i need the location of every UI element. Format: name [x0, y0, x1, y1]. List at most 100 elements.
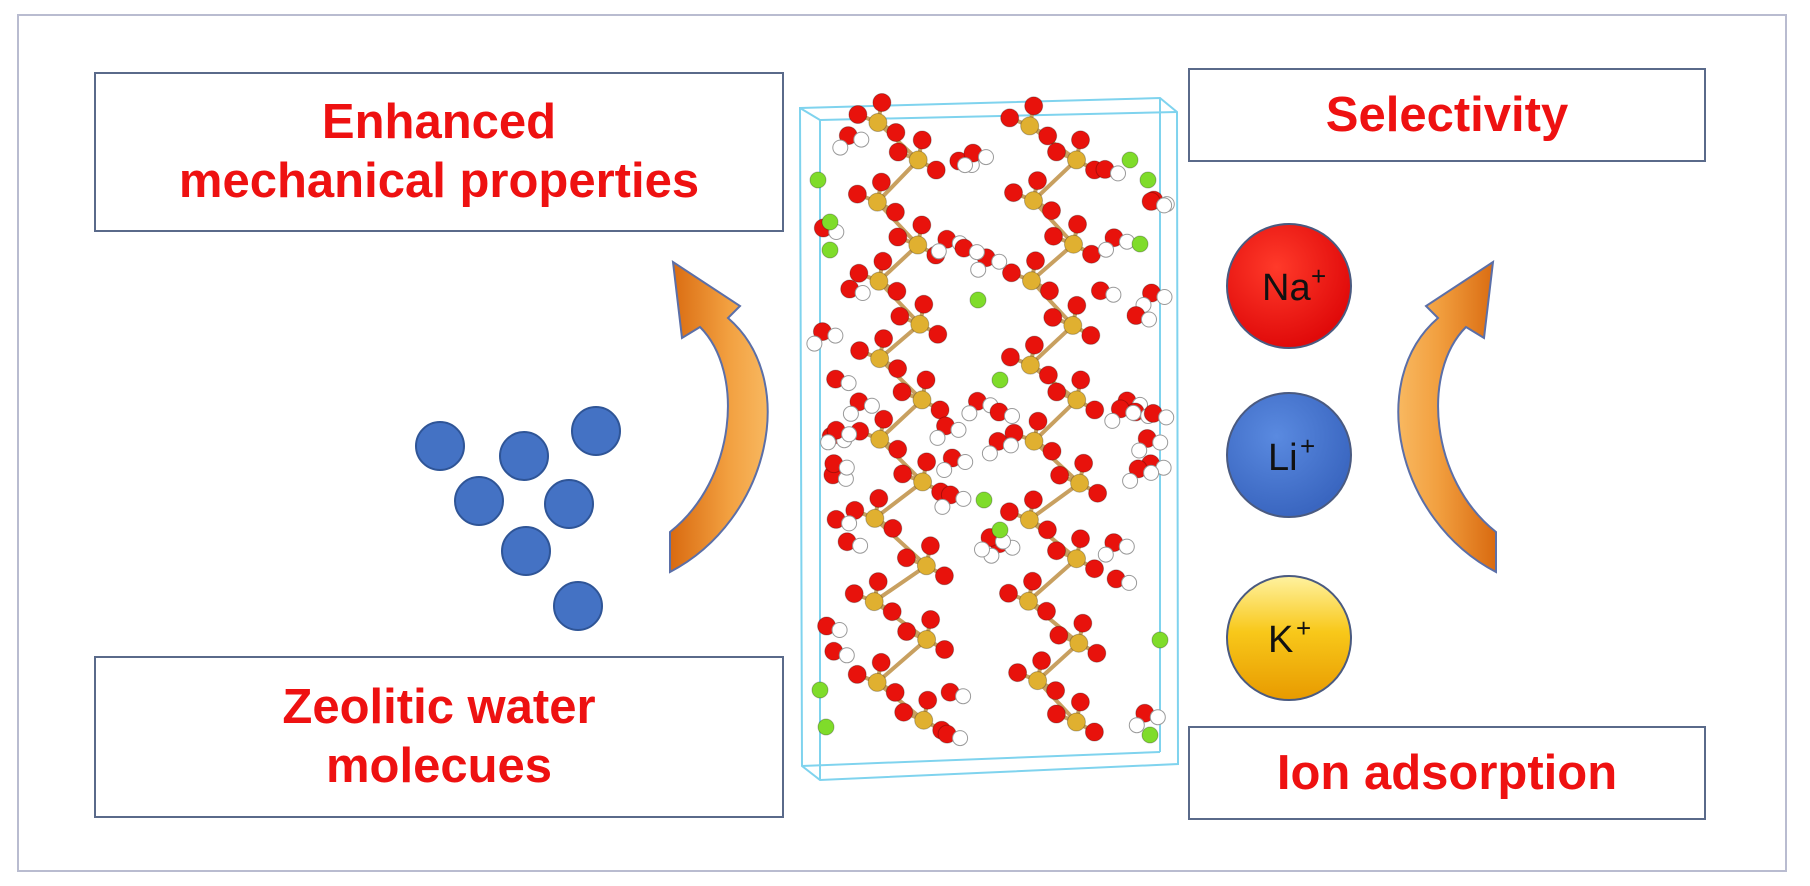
hydrogen-atom — [1156, 197, 1173, 214]
oxygen-atom — [886, 123, 906, 142]
water-dot — [499, 431, 549, 481]
oxygen-atom — [874, 409, 894, 429]
oxygen-atom — [1028, 411, 1048, 431]
oxygen-atom — [844, 584, 864, 604]
bond — [873, 564, 928, 604]
bond — [1032, 439, 1081, 485]
ion-charge: + — [1311, 261, 1326, 291]
oxygen-atom — [920, 536, 940, 556]
oxygen-atom — [883, 518, 903, 538]
water-dot — [544, 479, 594, 529]
oxygen-atom — [999, 502, 1019, 522]
bond — [1029, 323, 1075, 367]
oxygen-atom — [868, 572, 888, 592]
oxygen-atom — [1008, 663, 1028, 683]
box-text-line: mechanical properties — [178, 154, 700, 208]
oxygen-atom — [888, 227, 908, 247]
oxygen-atom — [1038, 365, 1058, 385]
oxygen-atom — [1042, 201, 1061, 221]
oxygen-atom — [928, 324, 948, 344]
hydrogen-atom — [955, 688, 972, 705]
silicon-atom — [1024, 191, 1043, 211]
bond — [878, 398, 924, 441]
oxygen-atom — [887, 281, 907, 301]
silicon-atom — [1019, 591, 1038, 611]
oxygen-atom — [1032, 651, 1052, 671]
silicon-atom — [1064, 234, 1083, 254]
oxygen-atom — [893, 464, 913, 484]
bond — [873, 480, 924, 520]
hydrogen-atom — [952, 730, 969, 747]
hydrogen-atom — [1105, 286, 1122, 303]
bond — [878, 357, 924, 402]
oxygen-atom — [935, 640, 955, 659]
oxygen-atom — [1084, 722, 1104, 742]
oxygen-atom — [999, 583, 1018, 603]
oxygen-atom — [896, 548, 916, 568]
hydrogen-atom — [806, 335, 823, 352]
bond — [873, 516, 928, 568]
silicon-atom — [1020, 355, 1040, 375]
zeolitic-water-dots — [415, 406, 621, 631]
silicon-atom — [912, 390, 932, 410]
ion-charge: + — [1300, 431, 1315, 461]
cation-atom — [969, 291, 987, 309]
oxygen-atom — [1070, 692, 1090, 712]
cation-atom — [811, 681, 829, 699]
hydrogen-atom — [934, 498, 951, 515]
cation-atom — [991, 371, 1009, 389]
bond — [1036, 641, 1081, 683]
oxygen-atom — [1046, 704, 1066, 724]
oxygen-atom — [921, 610, 941, 629]
hydrogen-atom — [1122, 472, 1139, 489]
cation-atom — [821, 213, 839, 231]
oxygen-atom — [1023, 571, 1042, 591]
hydrogen-atom — [961, 405, 978, 422]
oxygen-atom — [885, 682, 905, 702]
hydrogen-atom — [841, 515, 858, 532]
ion-k: K + — [1226, 575, 1352, 701]
cation-atom — [817, 718, 835, 736]
water-dot — [571, 406, 621, 456]
oxygen-atom — [872, 93, 892, 112]
oxygen-atom — [1073, 613, 1093, 633]
silicon-atom — [1024, 431, 1044, 451]
cation-atom — [809, 171, 827, 189]
silicon-atom — [1069, 633, 1089, 653]
oxygen-atom — [1042, 441, 1062, 461]
hydrogen-atom — [1002, 437, 1019, 454]
silicon-atom — [870, 429, 890, 449]
silicon-atom — [1022, 271, 1041, 291]
hydrogen-atom — [1149, 709, 1166, 726]
hydrogen-atom — [854, 285, 871, 301]
oxygen-atom — [1002, 263, 1021, 283]
box-text-line: Enhanced — [321, 95, 557, 150]
oxygen-atom — [1000, 347, 1020, 367]
oxygen-atom — [1049, 625, 1069, 645]
bond — [1031, 199, 1076, 246]
hydrogen-atom — [950, 421, 967, 438]
bond — [877, 279, 922, 326]
oxygen-atom — [1050, 465, 1070, 485]
bond — [873, 599, 928, 642]
oxygen-atom — [888, 142, 908, 162]
oxygen-atom — [1026, 251, 1045, 271]
ion-symbol: Na — [1262, 267, 1311, 309]
figure-frame — [17, 14, 1787, 872]
ion-adsorption-box: Ion adsorption — [1188, 726, 1706, 820]
hydrogen-atom — [842, 405, 859, 422]
bond — [875, 200, 920, 247]
oxygen-atom — [1085, 400, 1105, 420]
oxygen-atom — [1081, 325, 1101, 345]
cation-atom — [1151, 631, 1169, 649]
hydrogen-atom — [991, 253, 1008, 270]
oxygen-atom — [930, 400, 950, 420]
silicon-atom — [867, 672, 887, 692]
hydrogen-atom — [852, 537, 869, 554]
hydrogen-atom — [1104, 412, 1121, 429]
oxygen-atom — [882, 602, 902, 622]
oxygen-atom — [1088, 483, 1108, 503]
oxygen-atom — [871, 172, 891, 192]
oxygen-atom — [885, 202, 905, 222]
